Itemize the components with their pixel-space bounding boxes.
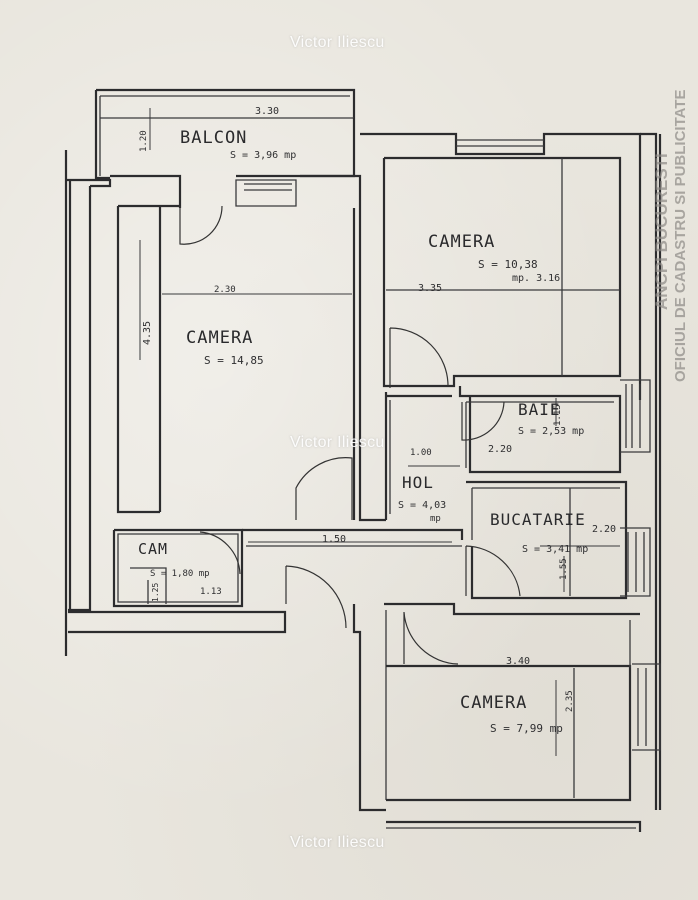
cam-walls: [112, 528, 244, 608]
hol-label: HOL: [402, 473, 434, 492]
door-camera-top: [389, 327, 449, 388]
camera-left-dim-w: 2.30: [214, 285, 236, 295]
baie-area: S = 2,53 mp: [518, 426, 584, 437]
door-camera-left: [295, 457, 353, 520]
watermark-top: Victor Iliescu: [290, 34, 385, 51]
balcon-dim-h: 1.20: [139, 130, 149, 152]
camera-bottom-walls: [386, 620, 661, 832]
stamp-line-1: ANCPI BUCURESTI: [652, 153, 671, 310]
hol-dim-w: 1.00: [410, 448, 432, 458]
balcon-dim-w: 3.30: [255, 106, 279, 117]
camera-left-dim-h: 4.35: [142, 321, 153, 345]
baie-label: BAIE: [518, 400, 561, 419]
cadastral-stamp: ANCPI BUCURESTI OFICIUL DE CADASTRU SI P…: [652, 20, 692, 383]
stamp-line-2: OFICIUL DE CADASTRU SI PUBLICITATE: [672, 89, 689, 383]
hol-area: S = 4,03: [398, 500, 446, 511]
balcon-area: S = 3,96 mp: [230, 150, 296, 161]
hol-unit: mp: [430, 514, 441, 524]
baie-dim-h: 1.15: [553, 404, 563, 426]
camera-top-label: CAMERA: [428, 232, 495, 252]
baie-walls: [458, 379, 651, 474]
bucatarie-dim-h: 1.55: [559, 558, 569, 580]
hol-corridor-walls: [242, 392, 640, 812]
door-entrance: [285, 565, 347, 629]
watermark-bottom: Victor Iliescu: [290, 834, 385, 851]
camera-left-label: CAMERA: [186, 328, 253, 348]
bucatarie-area: S = 3,41 mp: [522, 544, 588, 555]
camera-left-area: S = 14,85: [204, 354, 264, 367]
camera-top-area2: mp. 3.16: [512, 273, 560, 284]
cam-area: S = 1,80 mp: [150, 569, 210, 579]
door-bucatarie: [465, 545, 521, 597]
camera-bottom-dim-h: 2.35: [565, 690, 575, 712]
camera-top-area: S = 10,38: [478, 258, 538, 271]
door-baie: [461, 401, 505, 441]
camera-bottom-label: CAMERA: [460, 693, 527, 713]
doors: [179, 205, 521, 665]
corridor-dim: 1.50: [322, 534, 346, 545]
dimension-lines: [139, 108, 620, 756]
cam-dim-w: 1.13: [200, 587, 222, 597]
door-cam: [199, 531, 241, 575]
door-camera-bottom: [403, 611, 459, 665]
cam-label: CAM: [138, 540, 168, 558]
bucatarie-label: BUCATARIE: [490, 510, 586, 529]
baie-dim-w: 2.20: [488, 444, 512, 455]
balcon-label: BALCON: [180, 128, 247, 148]
camera-top-dim-w: 3.35: [418, 283, 442, 294]
cam-dim-h: 1.25: [151, 583, 160, 602]
watermark-middle: Victor Iliescu: [290, 434, 385, 451]
camera-bottom-dim-w: 3.40: [506, 656, 530, 667]
camera-bottom-area: S = 7,99 mp: [490, 722, 563, 735]
bucatarie-walls: [466, 480, 651, 600]
room-labels: BALCON S = 3,96 mp 3.30 1.20 CAMERA S = …: [138, 106, 616, 735]
door-balcony: [179, 205, 223, 245]
bucatarie-dim-w: 2.20: [592, 524, 616, 535]
